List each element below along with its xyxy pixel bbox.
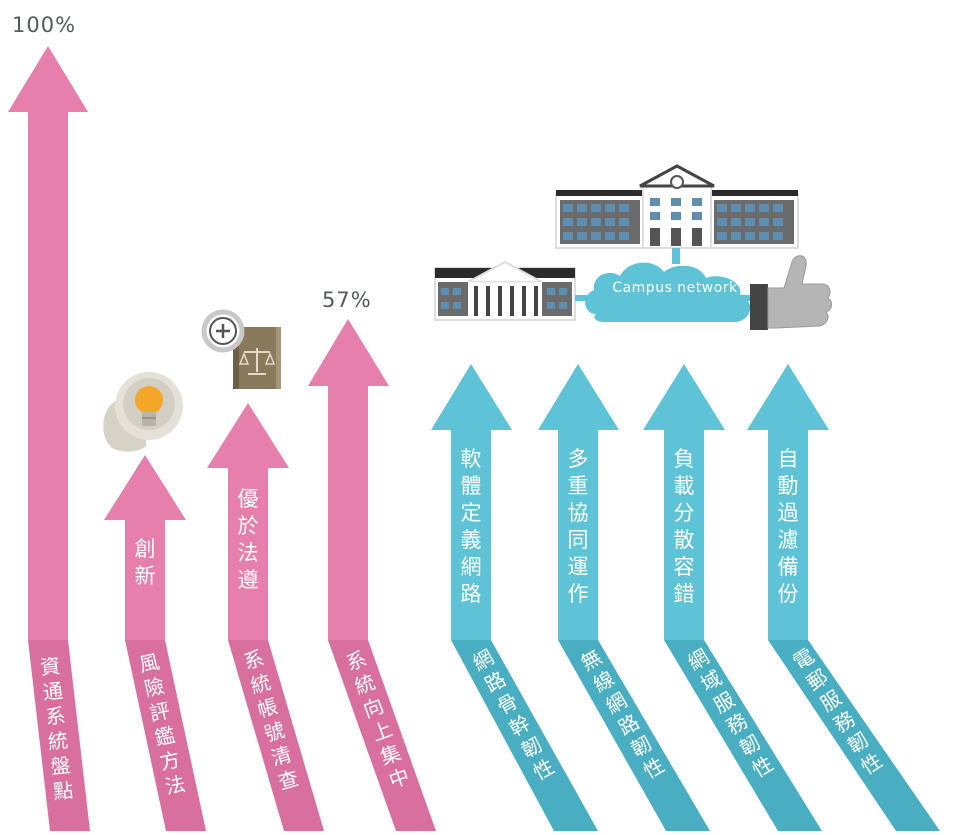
- arrow-3: [207, 403, 324, 831]
- percent-mid-label: 57%: [322, 288, 372, 312]
- arrow-4: [308, 319, 436, 831]
- arrow-7: [643, 364, 822, 831]
- arrow-2-upper-label: 創新: [134, 537, 156, 588]
- arrow-6: [538, 364, 710, 831]
- arrow-7-upper-label: 負載分散容錯: [673, 447, 695, 606]
- arrow-3-upper-label: 優於法遵: [237, 487, 259, 592]
- arrow-2: [104, 455, 206, 831]
- arrow-5-upper-label: 軟體定義網路: [460, 447, 482, 606]
- arrow-5: [431, 364, 598, 831]
- lightbulb-head-icon: [103, 372, 183, 452]
- arrow-8: [747, 364, 940, 831]
- law-book-icon: [201, 309, 281, 389]
- campus-network-label: Campus network: [612, 280, 738, 296]
- arrow-8-upper-label: 自動過濾備份: [777, 447, 799, 606]
- arrow-6-upper-label: 多重協同運作: [567, 447, 589, 606]
- thumbs-up-icon: [750, 255, 833, 330]
- campus-building-icon: [434, 164, 799, 322]
- arrow-1: [8, 46, 90, 831]
- percent-top-label: 100%: [12, 13, 77, 37]
